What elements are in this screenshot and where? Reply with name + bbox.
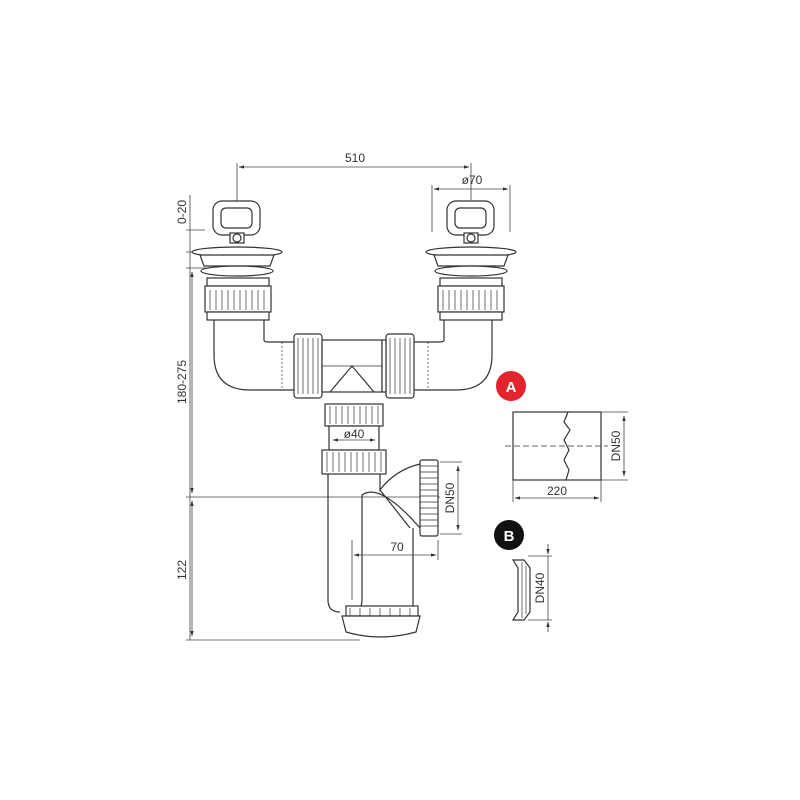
tube-diameter-label: ø40: [344, 427, 365, 441]
tee-connector: [293, 333, 415, 399]
overflow-range-label: 0-20: [175, 200, 189, 224]
detail-a-dn-label: DN50: [609, 430, 623, 461]
left-elbow-pipe: [213, 320, 300, 391]
right-basket-strainer: [425, 200, 517, 321]
detail-b-badge-label: B: [504, 528, 515, 545]
detail-b-dn-label: DN40: [533, 572, 547, 603]
outlet-dn-label: DN50: [443, 482, 457, 513]
basket-diameter-label: ø70: [462, 173, 483, 187]
dimension-width-label: 510: [345, 151, 365, 165]
detail-a-badge: [496, 371, 526, 401]
detail-a-badge-label: A: [506, 379, 517, 396]
lower-height-label: 122: [175, 560, 189, 580]
left-basket-strainer: [191, 200, 283, 321]
central-tube: ø40: [321, 403, 387, 475]
dimension-basket-diameter: ø70: [431, 173, 511, 232]
detail-b-badge: [494, 520, 524, 550]
dimension-outlet-offset: 70: [351, 540, 439, 600]
dimension-vertical-chain: 0-20 180-275 122: [175, 195, 440, 641]
detail-b: B DN40: [494, 520, 552, 632]
height-range-label: 180-275: [175, 360, 189, 404]
right-elbow-pipe: [412, 320, 493, 391]
outlet-offset-label: 70: [390, 540, 404, 554]
dimension-width: 510: [236, 151, 472, 210]
detail-a-length-label: 220: [547, 484, 567, 498]
dimension-outlet-dn: DN50: [440, 461, 462, 535]
bottle-trap: [327, 459, 439, 638]
detail-a: A DN50 220: [496, 371, 628, 502]
